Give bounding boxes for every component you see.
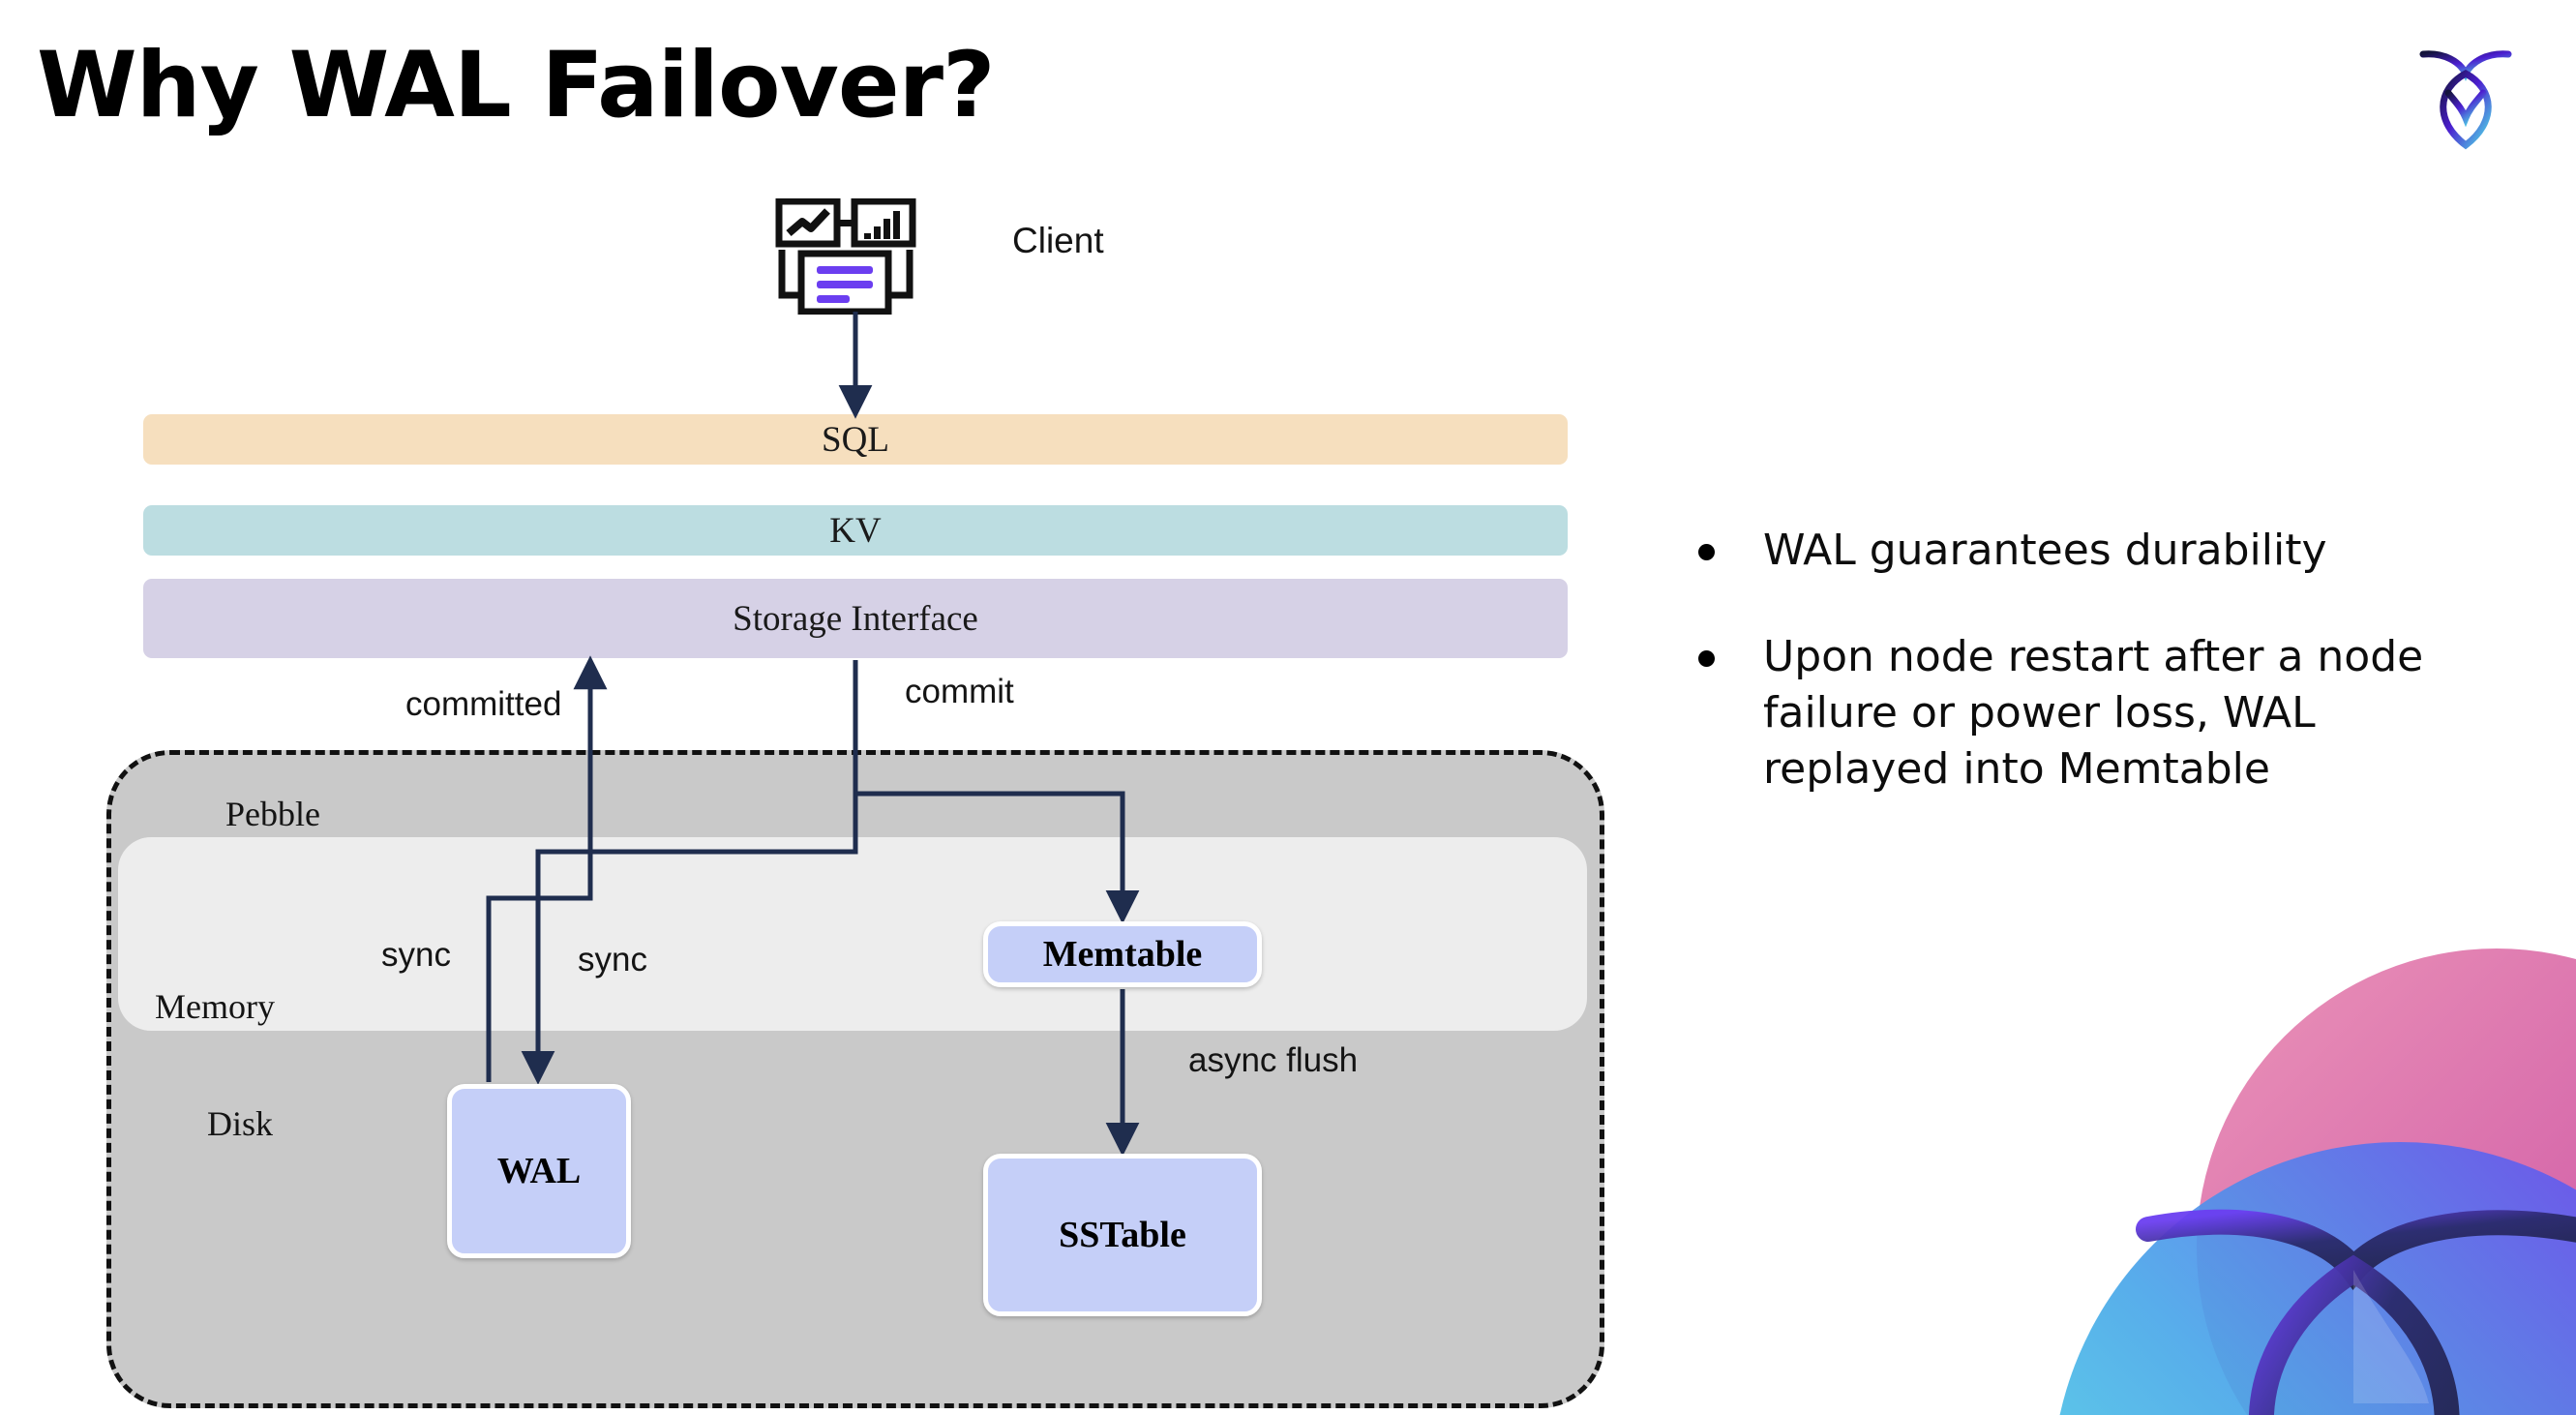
page-title: Why WAL Failover? (37, 33, 996, 138)
diagram-connectors (486, 312, 1140, 1157)
architecture-diagram: Client SQL KV Storage Interface Pebble M… (106, 197, 1604, 1408)
memory-label: Memory (155, 987, 275, 1026)
memory-region (118, 837, 1587, 1031)
bullet-dot-icon (1698, 544, 1715, 560)
node-sstable: SSTable (983, 1154, 1262, 1316)
bullet-list: WAL guarantees durability Upon node rest… (1698, 523, 2511, 848)
layer-bar-sql: SQL (143, 414, 1568, 465)
edge-label-committed: committed (405, 685, 562, 723)
bullet-text: Upon node restart after a node failure o… (1763, 632, 2424, 795)
bullet-dot-icon (1698, 650, 1715, 668)
layer-bar-kv: KV (143, 505, 1568, 556)
edge-label-commit: commit (905, 673, 1014, 710)
cockroachdb-logo-icon (2411, 37, 2520, 161)
client-dashboard-icon (774, 197, 927, 316)
list-item: Upon node restart after a node failure o… (1698, 629, 2511, 798)
decorative-gradient-graphic (1974, 948, 2576, 1415)
edge-label-async-flush: async flush (1188, 1041, 1359, 1079)
edge-label-sync-left: sync (381, 936, 451, 974)
node-wal: WAL (447, 1084, 631, 1258)
bullet-text: WAL guarantees durability (1763, 526, 2327, 575)
edge-label-sync-right: sync (578, 941, 647, 978)
client-label: Client (1012, 221, 1104, 260)
node-memtable: Memtable (983, 921, 1262, 987)
pebble-label: Pebble (225, 795, 320, 833)
disk-label: Disk (207, 1104, 274, 1143)
list-item: WAL guarantees durability (1698, 523, 2511, 579)
layer-bar-storage-interface: Storage Interface (143, 579, 1568, 658)
